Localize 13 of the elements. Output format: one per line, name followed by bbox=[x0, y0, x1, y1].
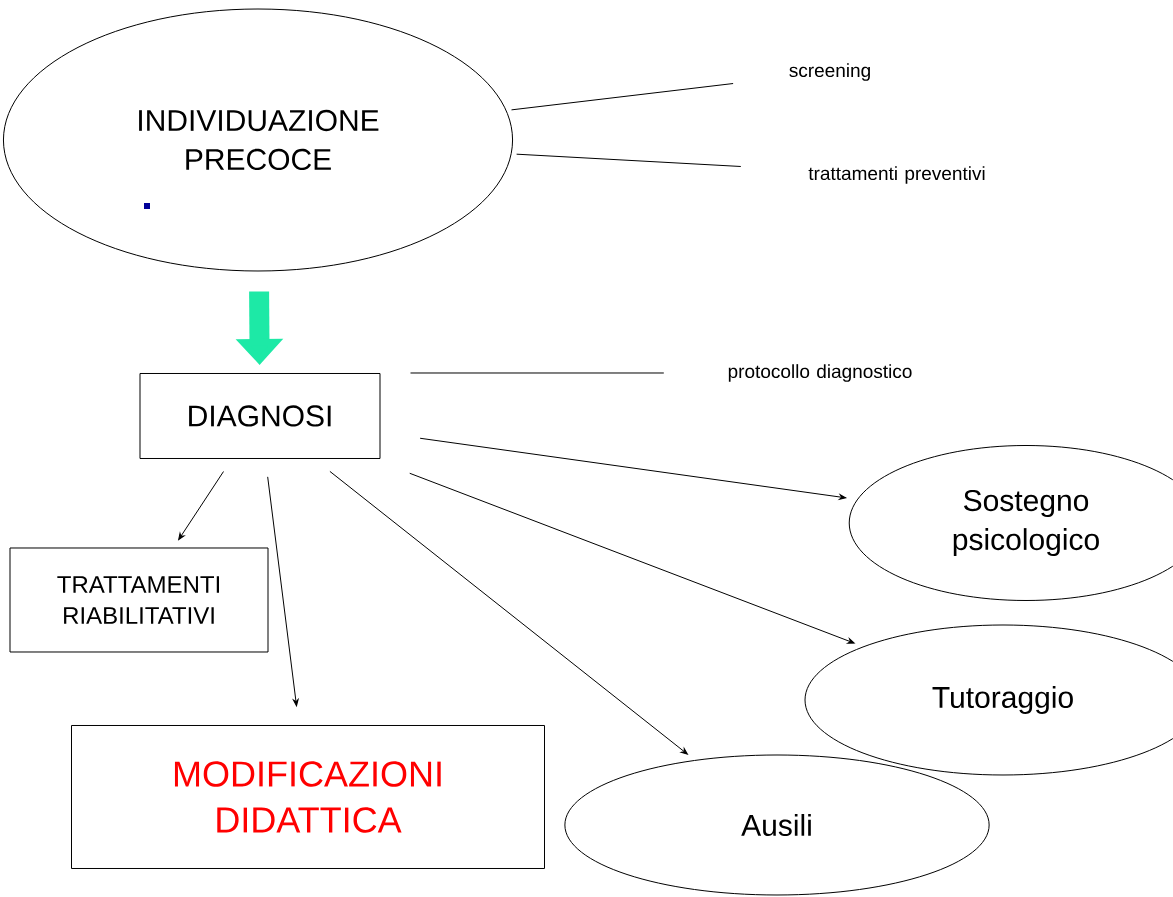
process-box: TRATTAMENTI RIABILITATIVI bbox=[9, 547, 269, 653]
text-label: trattamenti preventivi bbox=[808, 166, 985, 184]
arrow bbox=[329, 470, 688, 755]
arrow bbox=[178, 471, 224, 541]
process-box: DIAGNOSI bbox=[139, 373, 381, 459]
text-label: screening bbox=[789, 63, 870, 81]
text-label: protocollo diagnostico bbox=[728, 364, 912, 382]
arrow bbox=[267, 476, 299, 707]
ellipse-node: INDIVIDUAZIONE PRECOCE bbox=[2, 8, 514, 272]
ellipse-node: Ausili bbox=[564, 754, 990, 896]
arrow bbox=[419, 437, 847, 500]
process-box: MODIFICAZIONI DIDATTICA bbox=[71, 725, 545, 869]
arrow bbox=[409, 472, 855, 644]
